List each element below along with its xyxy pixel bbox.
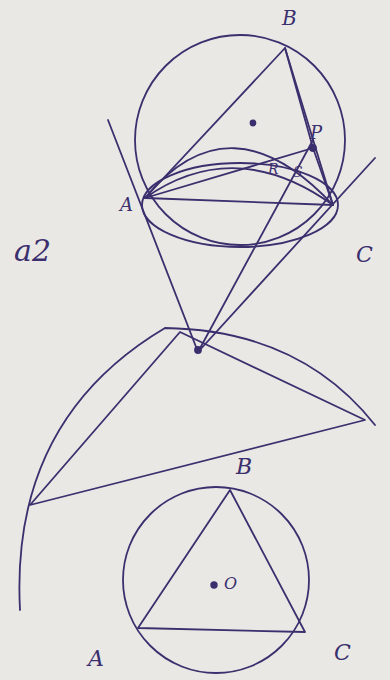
circle-o: [123, 487, 309, 673]
triangle-abc: [145, 48, 333, 205]
segment-bp: [285, 48, 313, 148]
point-label: R: [268, 162, 279, 176]
inner-ellipse: [142, 163, 338, 247]
circumcircle: [135, 35, 345, 245]
segment-pc: [313, 148, 333, 205]
point-label: B: [236, 456, 252, 478]
point-label: A: [120, 196, 133, 214]
inscribed-triangle: [138, 490, 305, 632]
point-label: C: [356, 244, 373, 266]
point-label: P: [310, 124, 322, 142]
point: [251, 121, 256, 126]
point-label: S: [293, 165, 303, 179]
center-point: [211, 582, 217, 588]
point: [195, 347, 201, 353]
point-label: C: [334, 642, 351, 664]
large-arc: [19, 328, 375, 610]
point-label: B: [282, 8, 297, 28]
large-triangle: [30, 332, 365, 505]
point: [310, 145, 316, 151]
line-through-a: [108, 120, 198, 352]
point-label: A: [88, 648, 104, 670]
line-through-p: [198, 140, 313, 352]
point-label: a2: [14, 236, 51, 266]
point-label: O: [224, 576, 237, 592]
segment-ap: [145, 148, 313, 198]
